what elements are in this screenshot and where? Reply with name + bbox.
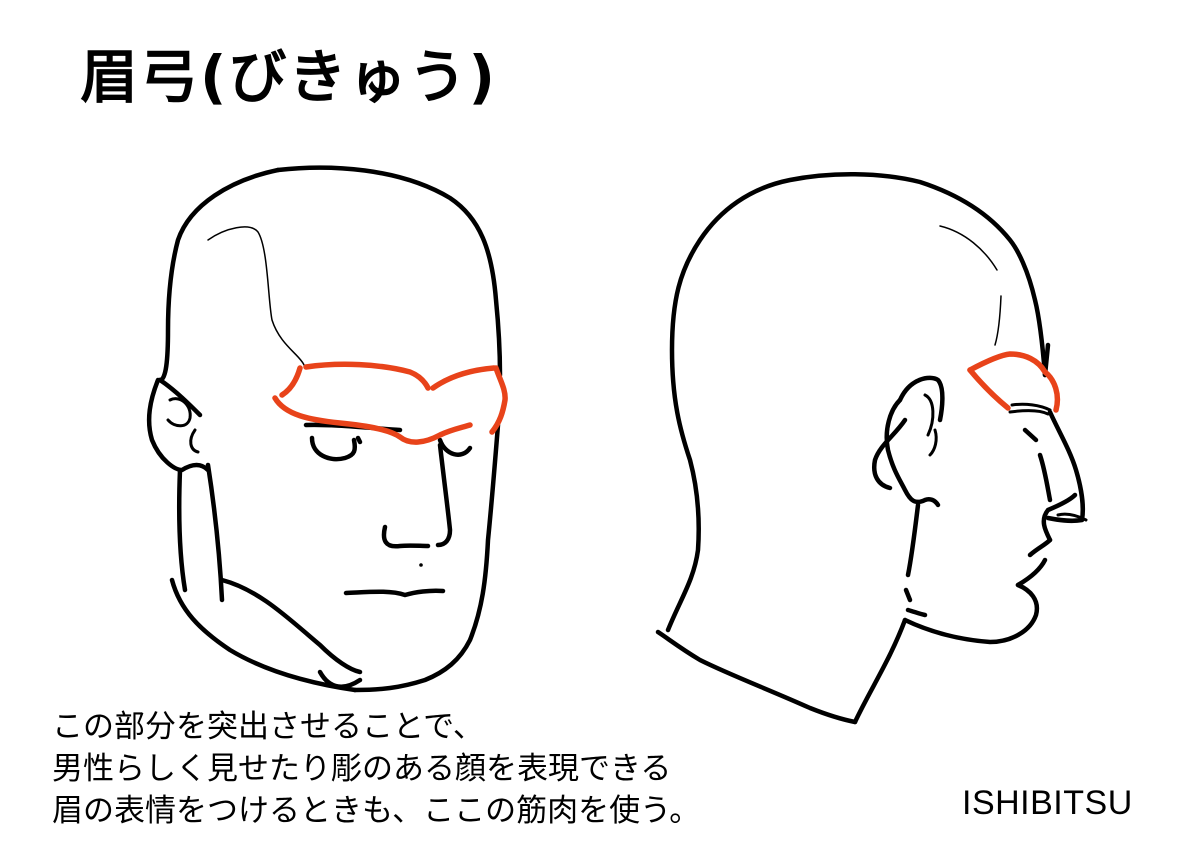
front-head-illustration bbox=[146, 165, 508, 693]
caption-line: この部分を突出させることで、 bbox=[52, 709, 484, 745]
front-brow-ridge-highlight bbox=[303, 361, 431, 391]
artist-signature: ISHIBITSU bbox=[962, 784, 1133, 822]
caption-line: 眉の表情をつけるときも、ここの筋肉を使う。 bbox=[52, 793, 701, 829]
caption-text: この部分を突出させることで、 男性らしく見せたり彫のある顔を表現できる 眉の表情… bbox=[52, 706, 700, 832]
page-title: 眉弓(びきゅう) bbox=[80, 43, 498, 111]
profile-head-illustration bbox=[655, 172, 1088, 725]
caption-line: 男性らしく見せたり彫のある顔を表現できる bbox=[52, 751, 672, 787]
profile-brow-ridge-highlight bbox=[967, 351, 1061, 413]
